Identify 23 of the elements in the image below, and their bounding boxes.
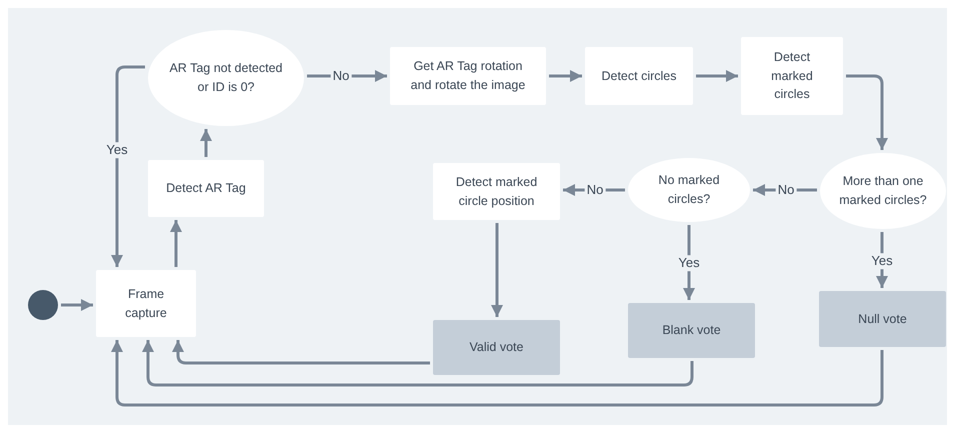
arrow <box>549 70 582 82</box>
process-box: Get AR Tag rotation and rotate the image <box>390 47 546 105</box>
process-box: Frame capture <box>96 270 196 337</box>
arrow <box>170 220 182 267</box>
edge-label: Yes <box>869 253 895 269</box>
process-box: Detect marked circle position <box>433 163 560 220</box>
arrow <box>200 129 212 157</box>
process-box: Detect marked circles <box>741 37 843 115</box>
arrow <box>111 66 145 267</box>
result-box: Blank vote <box>628 303 755 358</box>
arrow <box>491 223 503 317</box>
arrow <box>696 70 738 82</box>
result-box: Null vote <box>819 291 946 347</box>
arrow <box>142 340 694 386</box>
arrow <box>172 340 430 364</box>
arrow <box>61 299 93 311</box>
arrow <box>846 74 888 150</box>
edge-label: Yes <box>676 255 702 271</box>
process-box: Detect AR Tag <box>148 160 264 217</box>
arrow <box>111 340 884 406</box>
result-box: Valid vote <box>433 320 560 375</box>
edge-label: Yes <box>104 142 130 158</box>
process-box: Detect circles <box>585 47 693 105</box>
